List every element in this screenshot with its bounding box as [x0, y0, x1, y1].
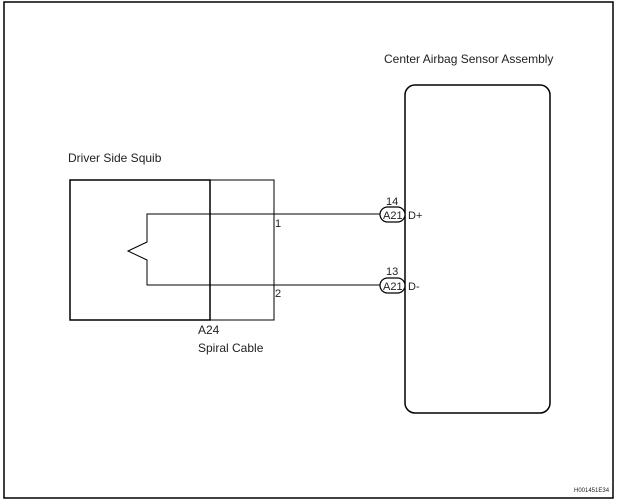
spiral-connector-id: A24 — [198, 323, 220, 337]
connector-a21-dplus — [379, 206, 406, 223]
frame-border — [3, 1, 614, 499]
squib-element-wire — [126, 213, 380, 286]
connector-id-dplus: A21 — [383, 210, 403, 222]
spiral-pin-1: 1 — [275, 218, 281, 230]
spiral-cable-title: Spiral Cable — [198, 341, 264, 355]
figure-id: H001451E34 — [574, 488, 610, 494]
spiral-pin-2: 2 — [275, 288, 281, 300]
connector-pin-14: 14 — [386, 196, 398, 208]
squib-box — [69, 179, 211, 321]
ecu-box — [404, 84, 551, 414]
terminal-dminus: D- — [408, 281, 420, 293]
connector-pin-13: 13 — [386, 266, 398, 278]
terminal-dplus: D+ — [408, 210, 422, 222]
connector-id-dminus: A21 — [383, 281, 403, 293]
spiral-cable-box — [209, 179, 275, 321]
ecu-title: Center Airbag Sensor Assembly — [384, 52, 553, 66]
connector-a21-dminus — [379, 277, 406, 294]
squib-title: Driver Side Squib — [68, 151, 162, 165]
